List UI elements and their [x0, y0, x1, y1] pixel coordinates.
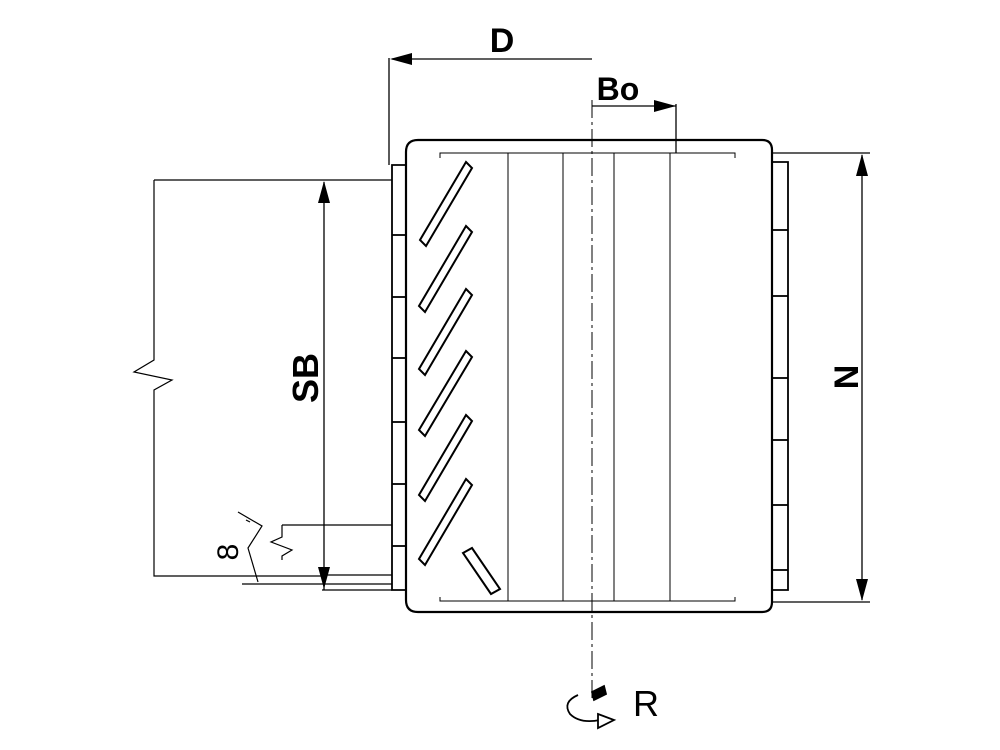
- dimension-angle: [237, 511, 392, 585]
- arrow-Bo: [654, 100, 676, 112]
- arrow-N-bottom: [856, 579, 868, 601]
- dimension-D: [388, 58, 592, 165]
- dimension-Bo: [592, 104, 677, 153]
- tooth-7: [461, 546, 502, 596]
- label-SB: SB: [285, 353, 326, 403]
- dimension-N: [772, 152, 870, 603]
- cutter-body: [404, 138, 774, 614]
- arrow-SB-bottom: [318, 567, 330, 589]
- arrow-N-top: [856, 154, 868, 176]
- helical-teeth: [417, 160, 502, 596]
- label-D: D: [490, 22, 515, 60]
- break-line-left: [132, 180, 322, 577]
- tooth-5: [417, 413, 474, 503]
- tooth-2: [417, 224, 474, 314]
- tooth-6: [417, 477, 474, 567]
- left-tooth-profile: [391, 164, 406, 591]
- right-tooth-profile: [772, 161, 789, 591]
- label-R: R: [633, 683, 659, 724]
- dimension-SB: [154, 179, 392, 591]
- tooth-1: [418, 160, 474, 248]
- tooth-4: [417, 349, 474, 438]
- bore-lines: [439, 152, 736, 602]
- label-Bo: Bo: [597, 71, 640, 107]
- rotation-arrow-icon: [566, 684, 617, 730]
- label-angle: 8: [212, 544, 245, 561]
- arrow-D: [390, 53, 412, 65]
- tooth-3: [417, 287, 474, 377]
- label-N: N: [828, 365, 866, 390]
- arrow-SB-top: [318, 181, 330, 203]
